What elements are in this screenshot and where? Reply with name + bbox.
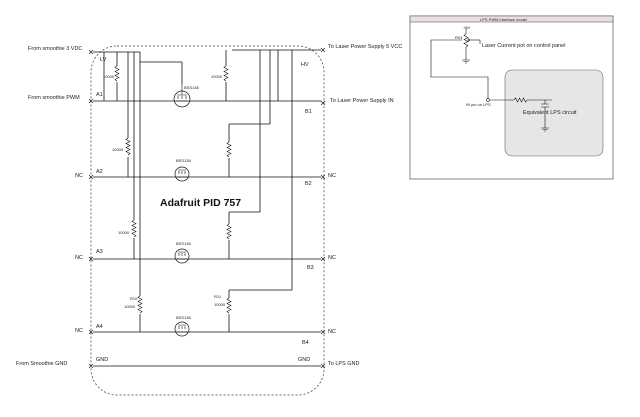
resistor-label-2: 10000 — [211, 74, 223, 79]
resistors — [114, 65, 232, 314]
pin-a2: A2 — [96, 169, 103, 175]
pin-gnd-left: GND — [96, 357, 108, 363]
resistor-label-3: 10000 — [112, 147, 124, 152]
pin-gnd-right: GND — [298, 357, 310, 363]
transistor-q2 — [174, 166, 190, 182]
lps-model-title: LPS PWM interface model — [480, 17, 527, 22]
transistor-q3 — [174, 248, 190, 264]
equivalent-circuit-box — [504, 69, 604, 157]
transistor-q1 — [173, 84, 191, 108]
wiring — [93, 49, 321, 367]
pin-a1: A1 — [96, 92, 103, 98]
resistor-name-r10: R10 — [130, 296, 138, 301]
label-to-lps-vcc: To Laser Power Supply 5 VCC — [328, 44, 402, 50]
label-plus5v: +5V — [463, 25, 471, 30]
lps-model-wiring — [430, 28, 552, 132]
resistor-name-r11: R11 — [214, 294, 222, 299]
pin-b1: B1 — [305, 109, 312, 115]
board-outline — [90, 45, 325, 396]
pin-b4: B4 — [302, 340, 309, 346]
transistor-label-q2: BSS138 — [176, 158, 191, 163]
label-r03: R03 — [455, 35, 463, 40]
pin-hv: HV — [301, 62, 309, 68]
label-equivalent-lps: Equivalent LPS circuit — [523, 110, 577, 116]
resistor-label-5: 10000 — [124, 304, 136, 309]
pin-b2: B2 — [305, 181, 312, 187]
label-nc-2: NC — [75, 173, 83, 179]
resistor-label-4: 10000 — [118, 230, 130, 235]
label-nc-b2: NC — [328, 173, 336, 179]
resistor-label-1: 10000 — [103, 74, 115, 79]
pin-b3: B3 — [307, 265, 314, 271]
pin-lv: LV — [100, 57, 107, 63]
label-in-pin: IN pin on LPS — [466, 102, 491, 107]
pin-a4: A4 — [96, 324, 103, 330]
transistor-label-q1: BSS138 — [184, 85, 199, 90]
lps-model-header — [409, 15, 614, 23]
label-laser-current-pot: Laser Current pot on control panel — [482, 43, 565, 49]
board-title: Adafruit PID 757 — [160, 197, 241, 209]
label-to-lps-gnd: To LPS GND — [328, 361, 360, 367]
label-nc-b4: NC — [328, 329, 336, 335]
transistor-label-q3: BSS138 — [176, 241, 191, 246]
transistor-label-q4: BSS138 — [176, 315, 191, 320]
label-to-lps-in: To Laser Power Supply IN — [330, 98, 394, 104]
label-from-smoothie-pwm: From smoothie PWM — [28, 95, 80, 101]
label-nc-3: NC — [75, 255, 83, 261]
terminal-crosses — [88, 47, 326, 369]
pin-a3: A3 — [96, 249, 103, 255]
label-nc-b3: NC — [328, 255, 336, 261]
label-from-smoothie-gnd: From Smoothie GND — [16, 361, 67, 367]
transistor-q4 — [174, 321, 190, 337]
label-nc-4: NC — [75, 328, 83, 334]
resistor-label-6: 10000 — [214, 302, 226, 307]
label-from-smoothie-vdc: From smoothie 3 VDC — [28, 46, 82, 52]
